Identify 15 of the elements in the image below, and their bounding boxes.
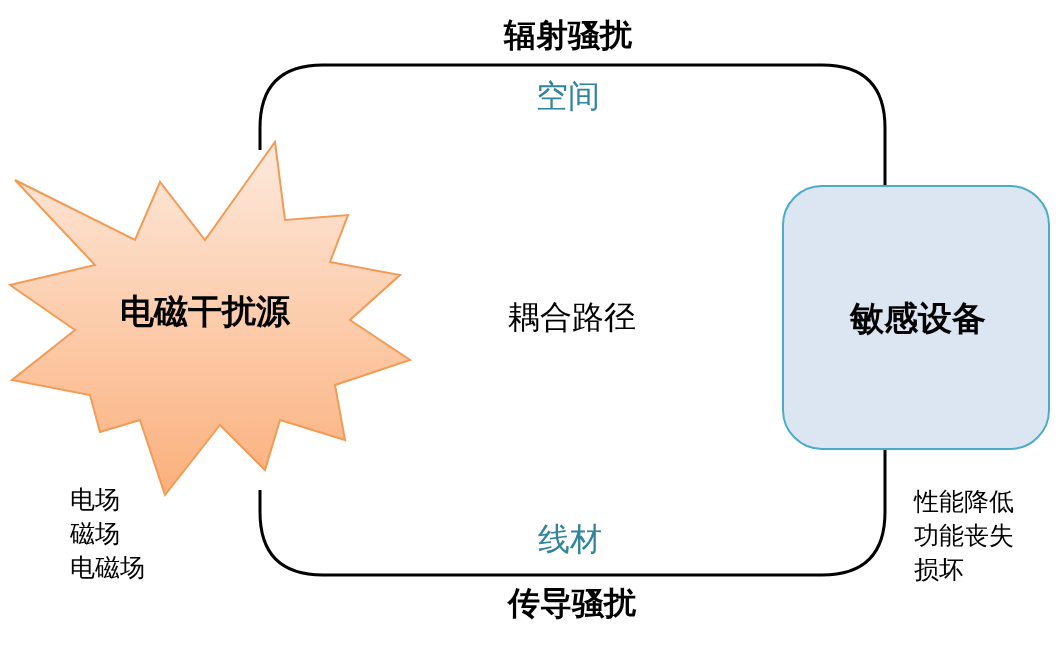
connector-line <box>258 63 887 185</box>
heading-label: 传导骚扰 <box>508 583 636 624</box>
center-label: 耦合路径 <box>508 297 636 338</box>
node-title: 电磁干扰源 <box>120 290 290 333</box>
heading-label: 辐射骚扰 <box>504 15 632 56</box>
node-title: 敏感设备 <box>850 297 986 340</box>
note-text: 性能降低 <box>914 486 1014 518</box>
note-text: 电磁场 <box>70 552 145 584</box>
edge-label: 线材 <box>538 519 602 560</box>
note-text: 电场 <box>70 484 120 516</box>
edge-label: 空间 <box>536 76 600 117</box>
note-text: 磁场 <box>70 518 120 550</box>
connector-line <box>258 450 887 577</box>
note-text: 功能丧失 <box>914 520 1014 552</box>
note-text: 损坏 <box>914 554 964 586</box>
